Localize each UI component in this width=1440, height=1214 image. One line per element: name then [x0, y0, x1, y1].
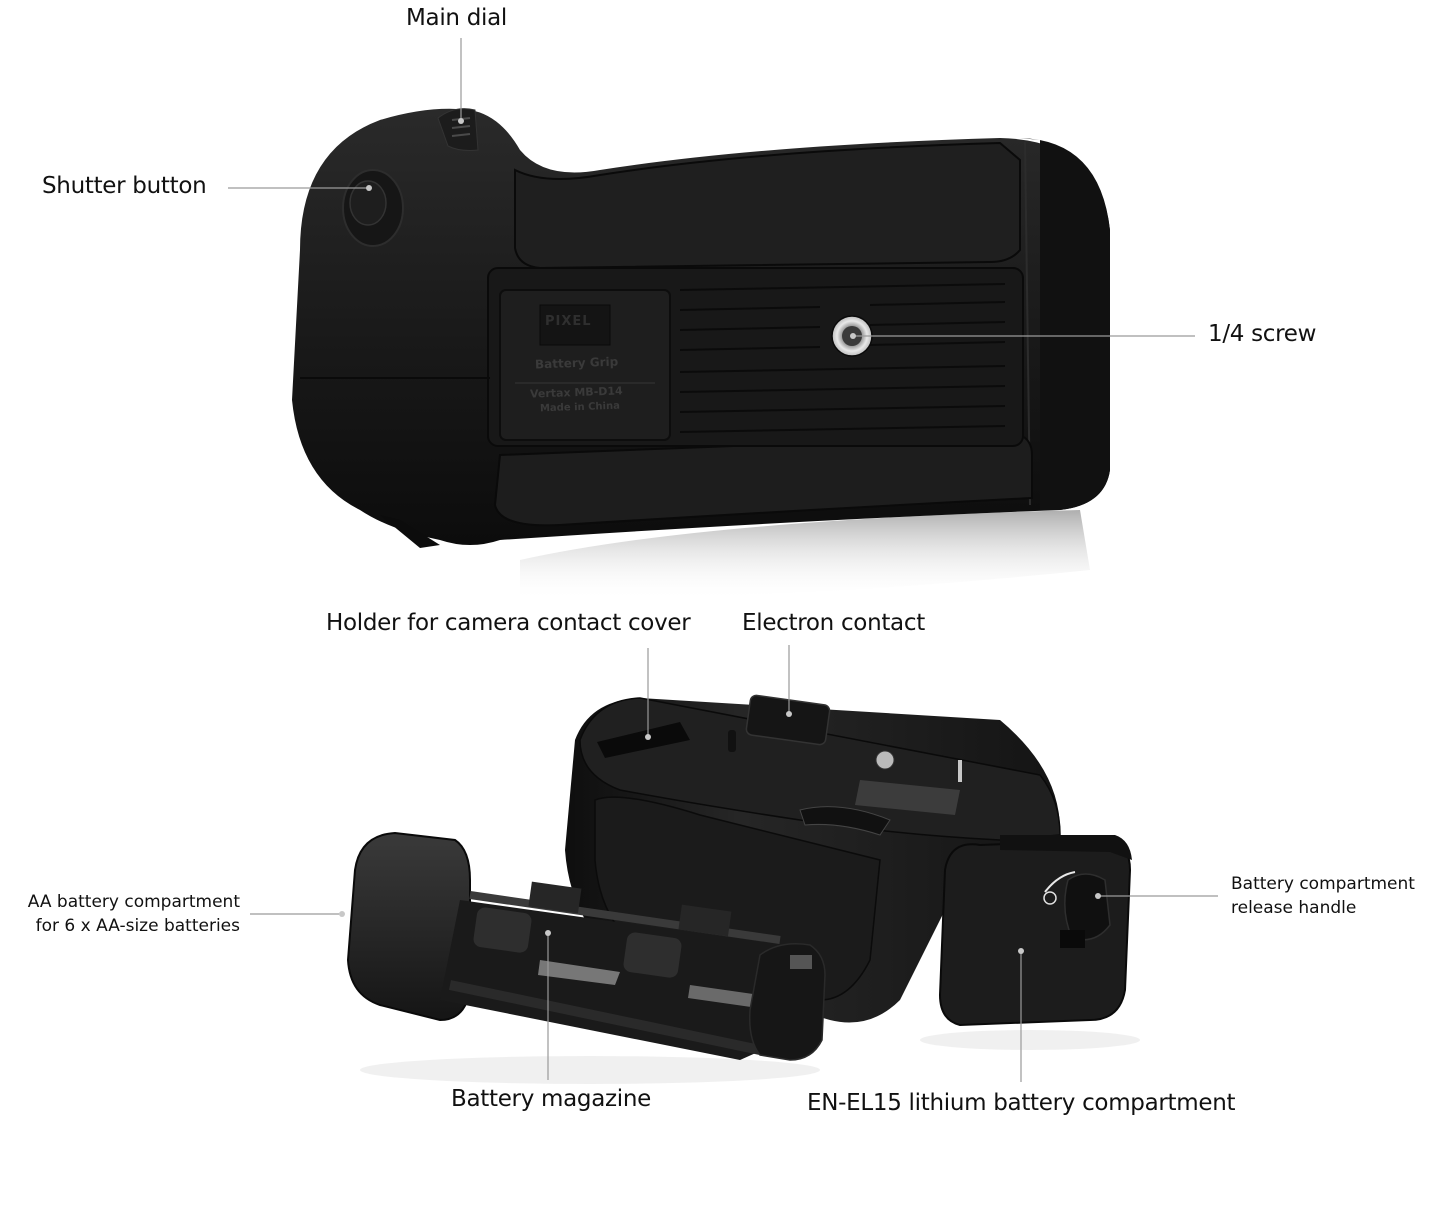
label-contact-cover-holder: Holder for camera contact cover — [326, 610, 691, 636]
label-aa-compartment-line1: AA battery compartment — [27, 892, 240, 912]
contact-holder-dot — [645, 734, 651, 740]
label-release-handle: Battery compartment release handle — [1231, 872, 1415, 920]
engraving-battery-grip: Battery Grip — [534, 354, 619, 372]
label-aa-compartment-line2: for 6 x AA-size batteries — [35, 916, 240, 936]
magazine-dot — [545, 930, 551, 936]
engraving-brand-logo: PIXEL — [545, 314, 592, 329]
leader-lines — [228, 38, 1218, 1082]
grip-front-view — [346, 694, 1140, 1084]
enel15-dot — [1018, 948, 1024, 954]
label-release-handle-line2: release handle — [1231, 898, 1357, 918]
grip-back-view — [292, 108, 1110, 600]
label-battery-magazine: Battery magazine — [451, 1086, 652, 1112]
label-release-handle-line1: Battery compartment — [1231, 874, 1415, 894]
release-handle-dot — [1095, 893, 1101, 899]
shutter-dot — [366, 185, 372, 191]
label-electron-contact: Electron contact — [742, 610, 925, 636]
label-enel15-compartment: EN-EL15 lithium battery compartment — [807, 1090, 1236, 1116]
screw-dot — [850, 333, 856, 339]
aa-compartment-dot — [339, 911, 345, 917]
label-screw: 1/4 screw — [1208, 321, 1317, 347]
label-main-dial: Main dial — [406, 5, 507, 31]
electron-contact-dot — [786, 711, 792, 717]
label-aa-compartment: AA battery compartment for 6 x AA-size b… — [0, 890, 240, 938]
label-shutter-button: Shutter button — [42, 173, 207, 199]
main-dial-dot — [458, 118, 464, 124]
